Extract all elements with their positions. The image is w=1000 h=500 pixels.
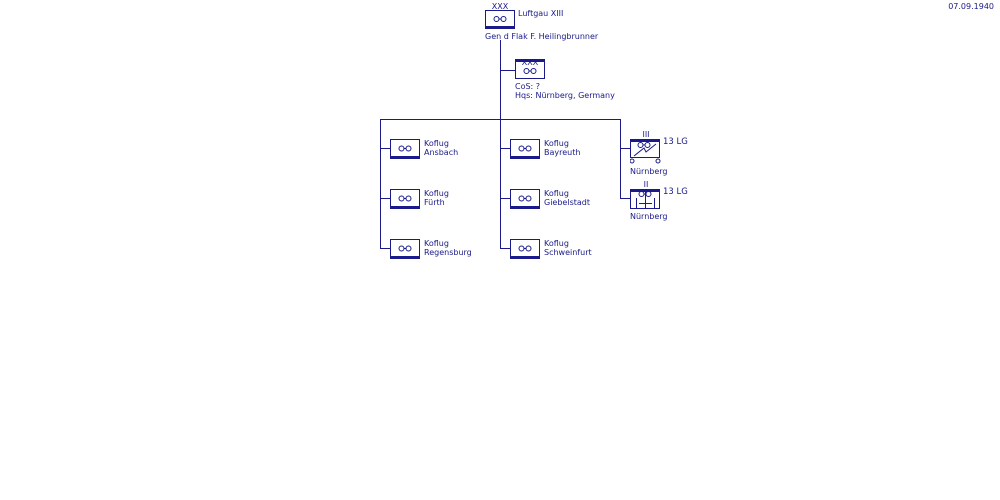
- echelon-ii: II: [644, 180, 649, 189]
- flak-motorized-icon: [630, 142, 661, 164]
- echelon-iii: III: [642, 130, 649, 139]
- flak-icon: [518, 145, 532, 152]
- lg13-battalion-symbol: II: [630, 180, 662, 212]
- koflug-ansbach-symbol: [390, 139, 420, 159]
- flak-icon: [398, 245, 412, 252]
- right-unit-1-location: Nürnberg: [630, 167, 668, 176]
- middle-unit-3-line2: Schweinfurt: [544, 248, 592, 257]
- middle-unit-3-line1: Koflug: [544, 239, 569, 248]
- flak-searchlight-icon: [636, 191, 655, 208]
- staff-echelon: XXX: [522, 58, 539, 67]
- echelon-xxx: XXX: [492, 2, 509, 11]
- right-unit-1-designation: 13 LG: [663, 137, 688, 147]
- koflug-bayreuth-symbol: [510, 139, 540, 159]
- lg13-regiment-symbol: III: [630, 130, 662, 166]
- top-unit-commander: Gen d Flak F. Heilingbrunner: [485, 32, 599, 41]
- left-unit-3-line2: Regensburg: [424, 248, 472, 257]
- flak-icon: [493, 16, 507, 22]
- flak-icon: [518, 195, 532, 202]
- middle-unit-2-line1: Koflug: [544, 189, 569, 198]
- flak-icon: [398, 145, 412, 152]
- right-unit-2-location: Nürnberg: [630, 212, 668, 221]
- koflug-regensburg-symbol: [390, 239, 420, 259]
- staff-cos: CoS: ?: [515, 82, 541, 91]
- left-unit-2-line2: Fürth: [424, 198, 445, 207]
- luftgau-unit-symbol: XXX: [485, 2, 515, 29]
- right-unit-2-designation: 13 LG: [663, 187, 688, 197]
- left-unit-2-line1: Koflug: [424, 189, 449, 198]
- flak-icon: [518, 245, 532, 252]
- flak-icon: [523, 68, 537, 74]
- left-unit-3-line1: Koflug: [424, 239, 449, 248]
- flak-icon: [398, 195, 412, 202]
- koflug-schweinfurt-symbol: [510, 239, 540, 259]
- top-unit-name: Luftgau XIII: [518, 9, 564, 18]
- koflug-fuerth-symbol: [390, 189, 420, 209]
- middle-unit-2-line2: Giebelstadt: [544, 198, 590, 207]
- koflug-giebelstadt-symbol: [510, 189, 540, 209]
- chart-date: 07.09.1940: [948, 2, 994, 11]
- left-unit-1-line2: Ansbach: [424, 148, 459, 157]
- middle-unit-1-line1: Koflug: [544, 139, 569, 148]
- left-unit-1-line1: Koflug: [424, 139, 449, 148]
- staff-unit-symbol: XXX: [515, 56, 545, 79]
- middle-unit-1-line2: Bayreuth: [544, 148, 581, 157]
- staff-hqs: Hqs: Nürnberg, Germany: [515, 91, 615, 100]
